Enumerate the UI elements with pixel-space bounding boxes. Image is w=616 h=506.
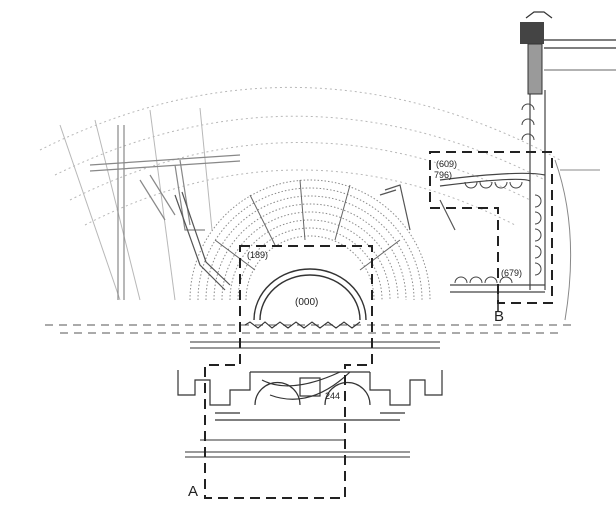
label-679: (679)	[501, 268, 522, 278]
right-corridor	[439, 90, 546, 293]
proskenion-line	[45, 324, 575, 334]
right-arches	[454, 103, 542, 284]
inner-seating-rows	[189, 179, 431, 301]
label-796: 796)	[434, 170, 452, 180]
orchestra	[253, 268, 367, 321]
region-b-label: B	[494, 308, 504, 325]
stage-front	[190, 321, 440, 349]
label-189: (189)	[247, 250, 268, 260]
left-passages	[89, 125, 241, 300]
corner-building	[520, 11, 616, 95]
label-609: (609)	[436, 159, 457, 169]
rear-lines	[185, 439, 410, 458]
label-244: 244	[325, 391, 340, 401]
orchestra-label: (000)	[295, 297, 318, 308]
region-a-label: A	[188, 483, 198, 500]
inner-radial-aisles	[214, 179, 401, 271]
side-walls	[174, 184, 456, 291]
region-a-outline	[204, 245, 373, 499]
scaenae-frons	[177, 370, 443, 421]
outer-right-curve	[554, 159, 600, 321]
